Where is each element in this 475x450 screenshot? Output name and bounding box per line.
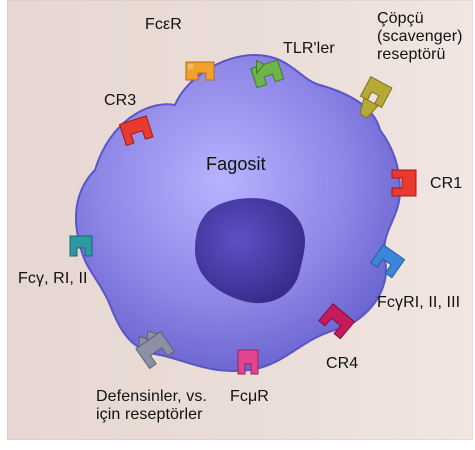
label-cr3: CR3 <box>104 92 136 109</box>
label-fce-r: FcεR <box>145 16 182 33</box>
label-defensins-line-1: Defensinler, vs. <box>96 388 207 406</box>
label-fcm-r: FcμR <box>230 388 269 405</box>
label-defensins: Defensinler, vs. için reseptörler <box>96 388 207 424</box>
label-cr4: CR4 <box>326 355 358 372</box>
receptor-fcg-ri-ii <box>70 236 92 256</box>
label-scavenger-line-3: reseptörü <box>377 46 463 64</box>
label-fcg-ri-ii: Fcγ, RI, II <box>18 270 88 287</box>
label-scavenger: Çöpçü (scavenger) reseptörü <box>377 10 463 64</box>
label-tlr: TLR'ler <box>283 40 335 57</box>
label-fcg-ri-ii-iii: FcγRI, II, III <box>377 294 460 311</box>
label-defensins-line-2: için reseptörler <box>96 406 207 424</box>
label-scavenger-line-2: (scavenger) <box>377 28 463 46</box>
label-cr1: CR1 <box>430 175 462 192</box>
cell-title: Fagosit <box>206 156 266 173</box>
label-scavenger-line-1: Çöpçü <box>377 10 463 28</box>
